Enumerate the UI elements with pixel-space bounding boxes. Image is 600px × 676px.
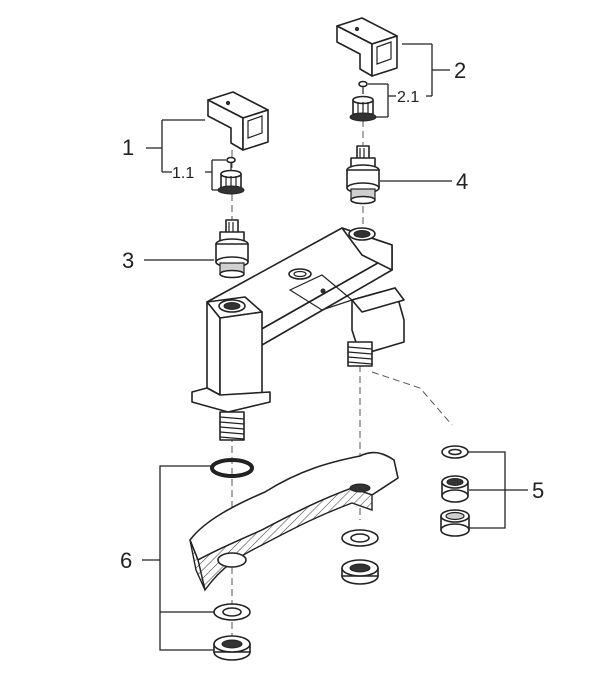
aerator-washer: [441, 445, 469, 459]
aerator-insert: [441, 475, 469, 503]
callout-3: 3: [122, 248, 134, 273]
callout-2-1: 2.1: [397, 89, 419, 106]
callout-4: 4: [456, 169, 468, 194]
cartridge-right: [346, 145, 380, 205]
o-ring: [210, 458, 254, 478]
leader-lines: [142, 43, 528, 651]
washer-right: [341, 529, 379, 547]
callout-6: 6: [120, 548, 132, 573]
screw-right: [358, 80, 368, 94]
nut-right: [341, 559, 379, 585]
spline-adapter-left: [217, 169, 245, 195]
screw-left: [226, 156, 236, 170]
cartridge-left: [215, 219, 249, 279]
callout-1: 1: [122, 135, 134, 160]
nut-left: [213, 635, 251, 661]
washer-left: [213, 603, 251, 621]
assembly-axes: [231, 120, 453, 640]
callout-1-1: 1.1: [172, 165, 194, 182]
spline-adapter-right: [349, 95, 377, 122]
callout-5: 5: [532, 478, 544, 503]
handle-right: [336, 17, 398, 77]
threaded-shank-right: [347, 341, 373, 367]
callout-2: 2: [454, 58, 466, 83]
aerator-housing: [440, 509, 470, 537]
deck-plate-section: [189, 451, 399, 592]
handle-left: [207, 91, 269, 151]
faucet-body: [191, 227, 405, 413]
threaded-shank-left: [219, 411, 245, 441]
